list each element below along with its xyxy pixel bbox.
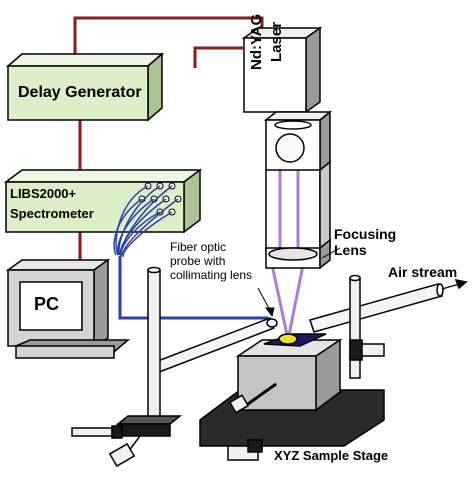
- stage-label: XYZ Sample Stage: [274, 448, 389, 463]
- laser-label-line1: Nd:YAG: [248, 13, 265, 70]
- laser-label-line2: Laser: [268, 21, 285, 62]
- fiber-probe-label-line3: collimating lens: [170, 268, 253, 282]
- spectrometer-box: [3, 168, 203, 234]
- air-stream-label: Air stream: [388, 264, 458, 280]
- spectrometer-label-line1: LIBS2000+: [10, 186, 77, 201]
- pc-label: PC: [34, 294, 60, 314]
- focusing-lens-label-line1: Focusing: [334, 226, 397, 242]
- left-post-stand: [71, 266, 183, 468]
- lens-tube: [263, 110, 333, 257]
- right-post-stand: [349, 274, 385, 379]
- fiber-probe-label-line1: Fiber optic: [170, 240, 227, 254]
- fiber-bundle: [113, 185, 268, 320]
- spectrometer-label-line2: Spectrometer: [10, 206, 94, 221]
- air-stream-tube: [309, 278, 468, 333]
- delay-generator-box: [5, 52, 165, 122]
- pc-computer: [5, 258, 131, 359]
- delay-generator-label: Delay Generator: [18, 84, 142, 101]
- fiber-probe-label-line2: probe with: [170, 254, 226, 268]
- focusing-lens: [265, 238, 331, 270]
- focusing-lens-label-line2: Lens: [334, 242, 367, 258]
- xyz-sample-stage: [199, 333, 385, 461]
- callout-lines: [257, 247, 341, 318]
